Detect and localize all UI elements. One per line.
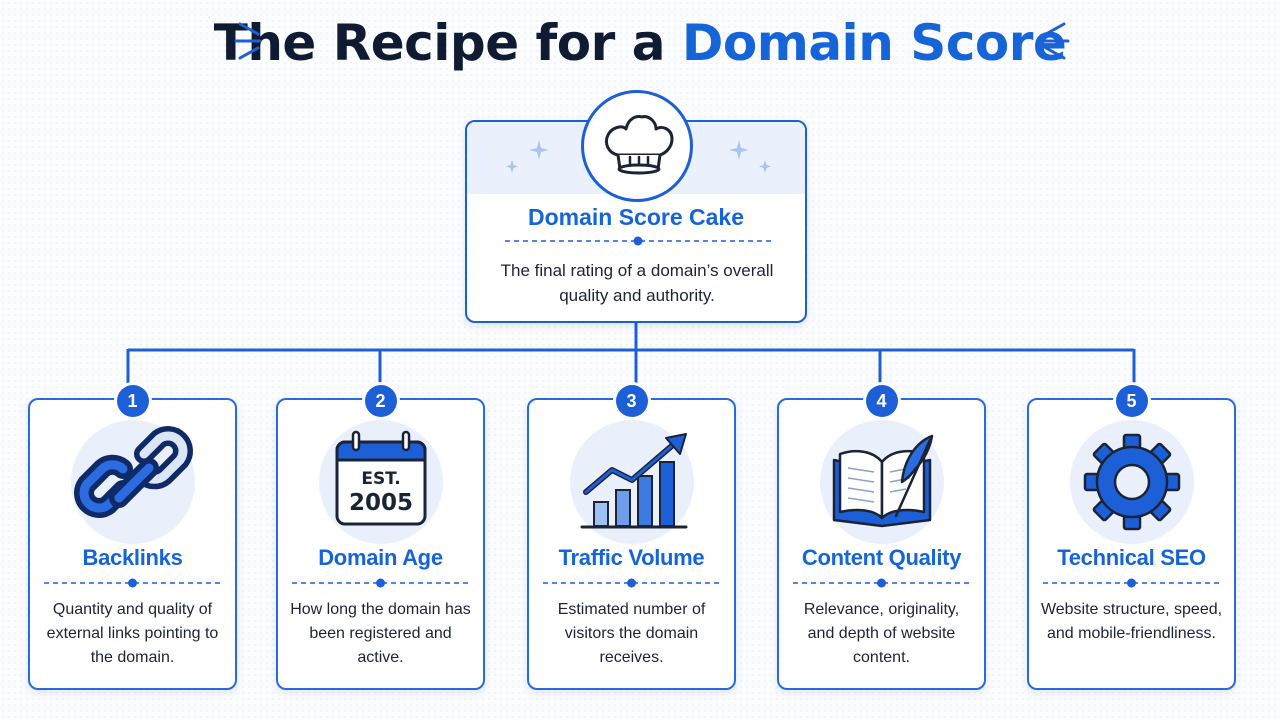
ingredient-card-domain-age: 2 EST. 2005 Domain Age How long the doma… — [276, 385, 485, 690]
card-divider — [44, 578, 221, 588]
card-title: Traffic Volume — [558, 545, 705, 570]
page-title: The Recipe for a Domain Score — [0, 14, 1280, 72]
hero-title: Domain Score Cake — [527, 204, 745, 230]
ingredient-card-content-quality: 4 Content Quality Relevance, originality… — [777, 385, 986, 690]
card-description: Website structure, speed, and mobile-fri… — [1040, 601, 1223, 642]
book-quill-icon — [832, 434, 933, 528]
growth-chart-icon — [580, 433, 687, 529]
card-divider — [1043, 578, 1220, 588]
ingredient-card-technical-seo: 5 Technical SEO Website st — [1027, 385, 1236, 690]
chain-link-icon — [73, 426, 193, 518]
hero-description: The final rating of a domain’s overall q… — [500, 261, 774, 305]
card-description: Estimated number of visitors the domain … — [557, 601, 706, 666]
sparkles-icon — [506, 140, 771, 173]
calendar-year-label: 2005 — [348, 490, 412, 516]
card-title: Backlinks — [82, 545, 183, 570]
card-description: Quantity and quality of external links p… — [46, 601, 219, 666]
title-highlight-text: Domain Score — [681, 14, 1067, 72]
hero-divider — [505, 236, 771, 246]
step-badge-2: 2 — [364, 385, 397, 417]
card-title: Technical SEO — [1057, 545, 1206, 570]
calendar-icon: EST. 2005 — [335, 430, 426, 526]
card-title: Content Quality — [801, 545, 962, 570]
icon-circle — [819, 420, 944, 544]
gear-icon — [1083, 433, 1180, 531]
card-title: Domain Age — [318, 545, 443, 570]
card-description: How long the domain has been registered … — [290, 601, 471, 666]
card-divider — [292, 578, 469, 588]
calendar-est-label: EST. — [361, 469, 400, 489]
icon-circle — [70, 420, 195, 544]
title-main-text: The Recipe for a — [213, 14, 682, 72]
card-description: Relevance, originality, and depth of web… — [803, 601, 960, 666]
icon-circle — [569, 420, 694, 544]
ingredient-card-traffic-volume: 3 Traffic Volume Estimated number of vis… — [527, 385, 736, 690]
card-divider — [793, 578, 970, 588]
ingredient-card-backlinks: 1 Backlinks Quantity and quality of exte… — [28, 385, 237, 690]
sparkle-burst-right-icon — [1042, 22, 1070, 60]
icon-circle — [1069, 420, 1194, 544]
chef-hat-badge — [581, 90, 693, 202]
domain-score-cake-card: Domain Score Cake The final rating of a … — [465, 90, 807, 323]
step-badge-5: 5 — [1115, 385, 1148, 417]
step-badge-3: 3 — [615, 385, 648, 417]
step-badge-4: 4 — [865, 385, 898, 417]
step-badge-1: 1 — [116, 385, 149, 417]
icon-circle: EST. 2005 — [318, 420, 443, 544]
card-divider — [543, 578, 720, 588]
sparkle-burst-left-icon — [234, 22, 262, 60]
chef-hat-icon — [604, 115, 674, 175]
